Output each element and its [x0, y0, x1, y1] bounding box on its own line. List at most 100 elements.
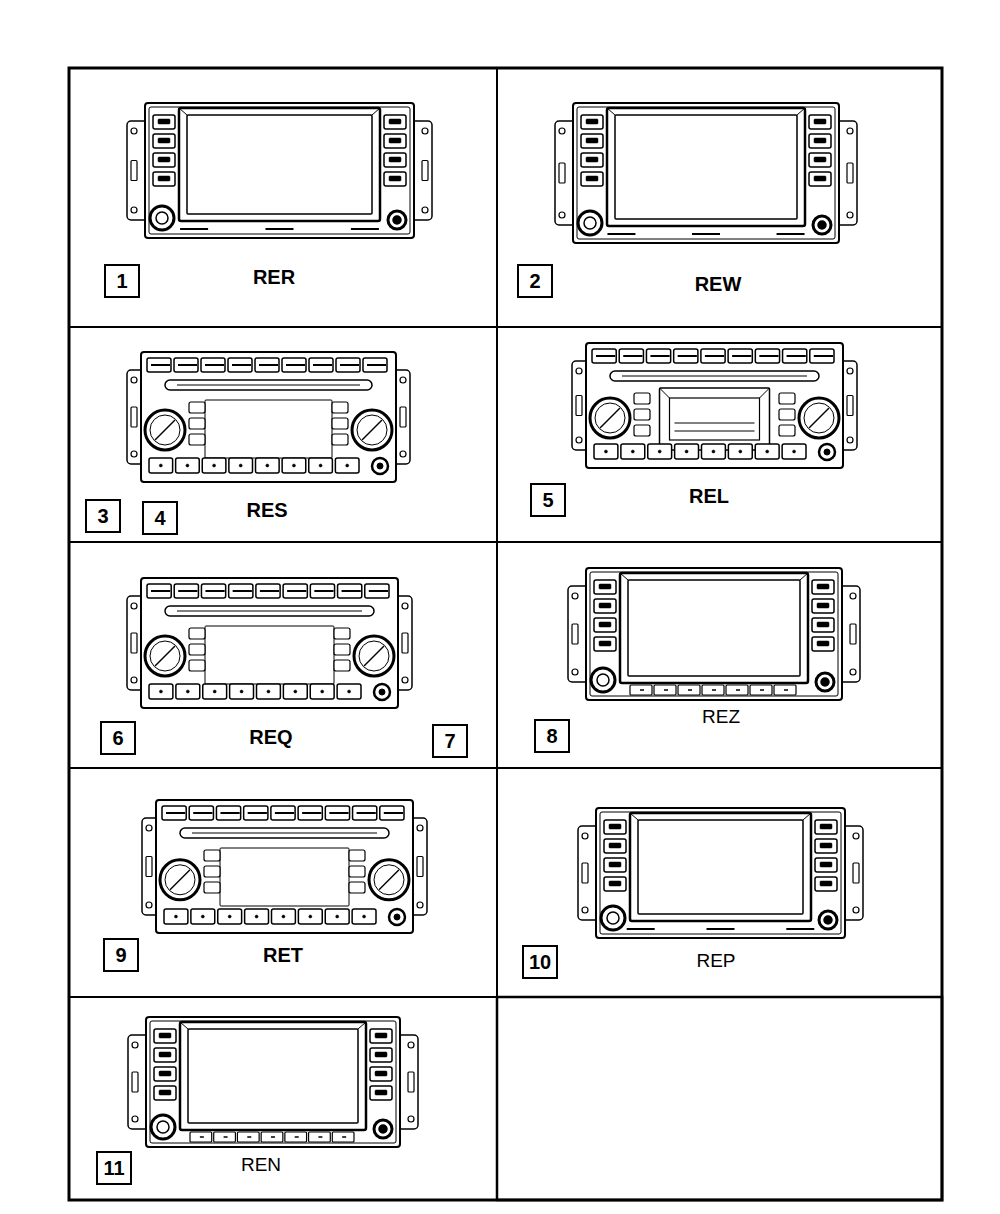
knob [799, 398, 839, 438]
mount-slot [131, 161, 137, 181]
detail-line [192, 833, 377, 834]
button-icon [159, 1033, 171, 1038]
detail-line [787, 355, 806, 357]
radio-unit [127, 578, 412, 708]
knob [591, 668, 615, 692]
knob [813, 216, 831, 234]
button [189, 434, 205, 445]
button [779, 393, 795, 404]
preset-button [191, 909, 215, 924]
mount-hole [850, 593, 856, 599]
knob [151, 1115, 175, 1139]
radio-unit [128, 1017, 418, 1147]
button-icon [817, 641, 829, 646]
detail-line [627, 928, 655, 930]
button-icon [609, 862, 621, 867]
callout-number: 2 [529, 270, 540, 292]
model-code: REW [695, 273, 742, 295]
mount-hole [850, 669, 856, 675]
preset-button [245, 909, 269, 924]
knob [804, 403, 834, 433]
display-window [220, 848, 349, 906]
radio-faceplate [146, 1017, 400, 1147]
button-icon [817, 603, 829, 608]
button [370, 1048, 392, 1062]
callout-box: 4 [142, 501, 178, 535]
preset-button [774, 685, 796, 695]
mount-hole [853, 907, 859, 913]
button [204, 866, 220, 877]
detail-line [314, 590, 333, 592]
button-icon [158, 157, 170, 162]
button-icon [319, 464, 322, 467]
knob [379, 1125, 387, 1133]
mount-hole [422, 128, 428, 134]
display-window [205, 400, 332, 458]
knob [824, 916, 832, 924]
callout-number: 1 [116, 270, 127, 292]
mount-hole [146, 825, 152, 831]
preset-button [202, 458, 226, 473]
mount-slot [576, 396, 582, 416]
display-screen [179, 108, 380, 221]
button-icon [739, 450, 742, 453]
detail-line [232, 364, 251, 366]
preset-button [149, 684, 173, 699]
mount-hole [131, 377, 137, 383]
detail-line [803, 813, 811, 820]
mount-slot [572, 624, 578, 644]
detail-line [155, 646, 175, 666]
callout-number: 9 [115, 944, 126, 966]
button [189, 402, 205, 413]
radio-unit [572, 343, 857, 468]
button [334, 628, 350, 639]
button [162, 806, 186, 820]
button-icon [267, 690, 270, 693]
button-icon [294, 690, 297, 693]
detail-line [379, 870, 399, 890]
mount-hole [131, 207, 137, 213]
callout-box: 3 [85, 499, 121, 533]
display-window [660, 388, 770, 450]
detail-line [177, 611, 362, 612]
button [370, 1029, 392, 1043]
mounting-bracket [127, 370, 410, 464]
mount-slot [422, 161, 428, 181]
button [189, 806, 213, 820]
detail-line [384, 812, 403, 814]
button [604, 839, 626, 853]
preset-button [594, 444, 618, 459]
button-icon [186, 464, 189, 467]
detail-line [620, 573, 628, 580]
preset-button [678, 685, 700, 695]
mount-slot [146, 857, 152, 877]
button [147, 584, 171, 598]
button [229, 584, 253, 598]
radio-bezel [590, 572, 838, 696]
button [334, 660, 350, 671]
callout-box: 10 [522, 945, 558, 979]
button [338, 584, 362, 598]
unit-cell: REW 2 [497, 68, 942, 327]
detail-line [170, 870, 190, 890]
display-inner [670, 398, 760, 440]
preset-button [230, 684, 254, 699]
knob [145, 410, 185, 450]
detail-line [372, 108, 380, 115]
detail-line [675, 423, 755, 424]
preset-button [675, 444, 699, 459]
mount-hole [847, 368, 853, 374]
detail-line [260, 590, 279, 592]
button-icon [609, 881, 621, 886]
radio-bezel [150, 1021, 396, 1143]
detail-line [760, 388, 770, 398]
knob [389, 909, 405, 925]
mount-hole [402, 603, 408, 609]
preset-button [272, 909, 296, 924]
mount-hole [402, 677, 408, 683]
button [332, 418, 348, 429]
preset-button [285, 1132, 307, 1142]
button [282, 358, 306, 372]
radio-unit [568, 568, 860, 700]
